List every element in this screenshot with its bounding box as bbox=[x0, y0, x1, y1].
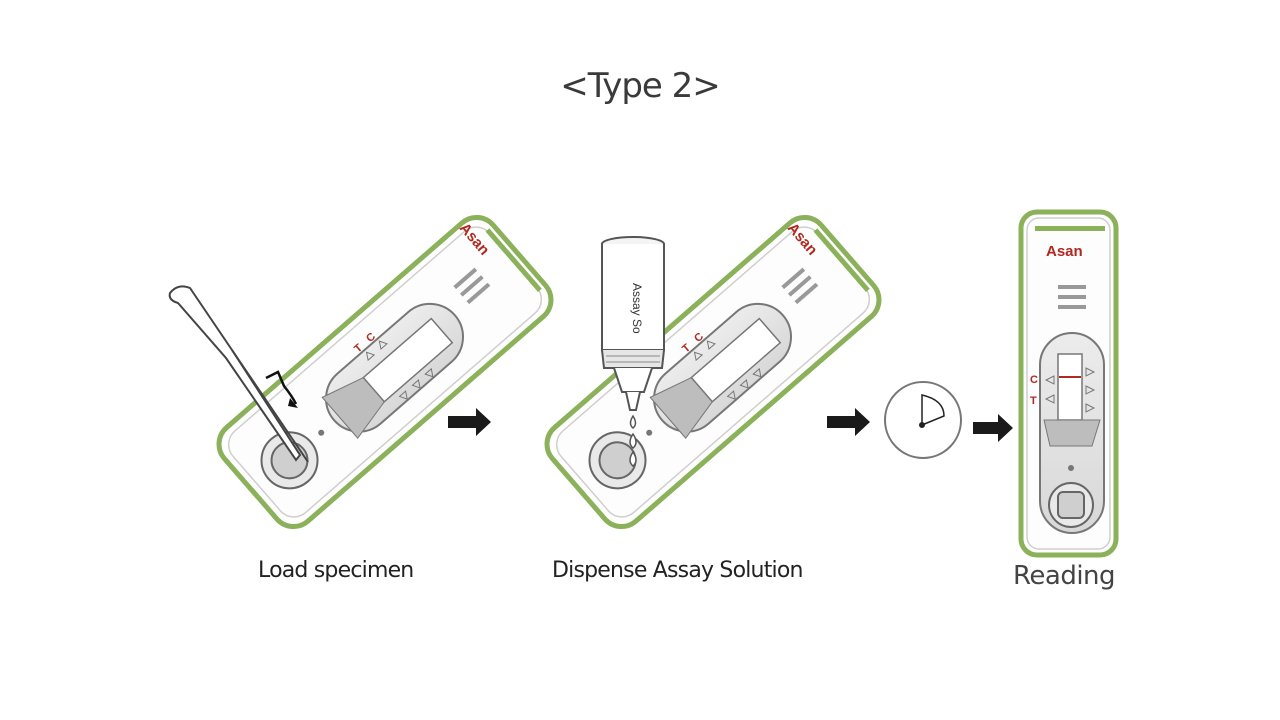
arrow-right-icon bbox=[973, 414, 1013, 442]
step-caption-load-specimen: Load specimen bbox=[258, 558, 414, 583]
bottle-label: Assay So bbox=[630, 283, 644, 334]
clock-icon bbox=[884, 381, 962, 459]
test-cassette-reading: Asan C T bbox=[1018, 209, 1119, 558]
control-mark: C bbox=[1030, 374, 1038, 386]
test-cassette-step1: T C Asan bbox=[216, 214, 554, 530]
arrow-right-icon bbox=[448, 408, 491, 436]
diagram-title: <Type 2> bbox=[560, 66, 721, 106]
dropper-bottle-icon: Assay So bbox=[601, 236, 665, 467]
test-mark: T bbox=[1030, 395, 1037, 407]
test-cassette-step2: T C Asan bbox=[544, 214, 882, 530]
step-caption-reading: Reading bbox=[1013, 561, 1116, 591]
swab-icon bbox=[168, 285, 309, 463]
arrow-right-icon bbox=[827, 408, 870, 436]
brand-label: Asan bbox=[1046, 243, 1083, 260]
step-caption-dispense: Dispense Assay Solution bbox=[552, 558, 803, 583]
